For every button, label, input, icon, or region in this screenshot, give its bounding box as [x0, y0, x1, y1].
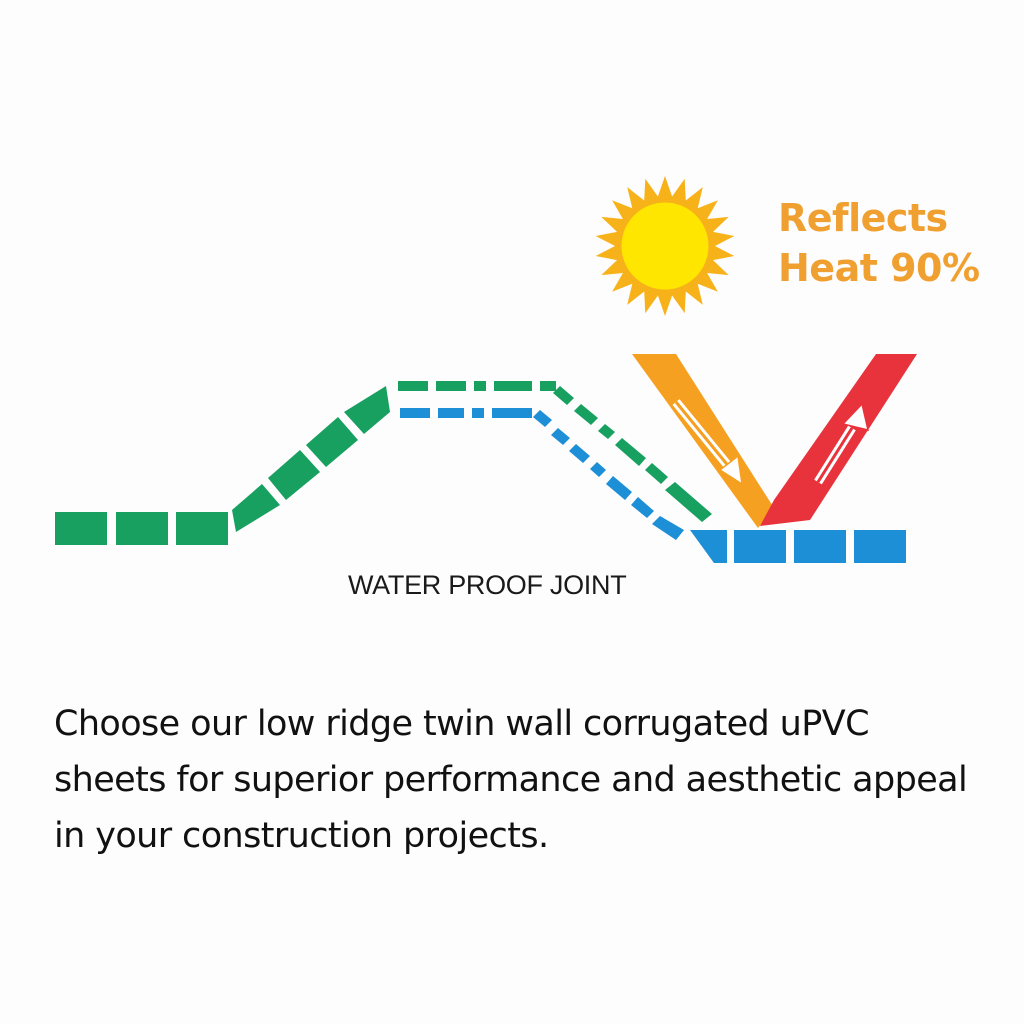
top-layer-segment: [55, 512, 107, 545]
sheet-bottom-layer: [400, 408, 906, 563]
top-layer-segment: [645, 463, 668, 484]
sun-icon: [595, 176, 735, 316]
bottom-layer-segment: [569, 444, 590, 463]
top-layer-segment: [398, 381, 428, 391]
top-layer-segment: [540, 381, 556, 391]
top-layer-segment: [665, 482, 712, 522]
bottom-layer-segment: [734, 530, 786, 563]
top-layer-segment: [268, 450, 320, 500]
top-layer-segment: [615, 438, 646, 466]
bottom-layer-segment: [533, 410, 552, 427]
top-layer-segment: [232, 484, 280, 532]
top-layer-segment: [553, 386, 574, 405]
bottom-layer-segment: [438, 408, 464, 418]
top-layer-segment: [344, 386, 390, 434]
bottom-layer-segment: [590, 462, 606, 477]
sun-disc: [618, 199, 712, 293]
top-layer-segment: [436, 381, 466, 391]
bottom-layer-segment: [606, 476, 632, 500]
top-layer-segment: [116, 512, 168, 545]
incoming-heat-beam: [632, 354, 774, 528]
callout-line-1: Reflects: [778, 196, 948, 240]
bottom-layer-segment: [492, 408, 532, 418]
description-line-1: Choose our low ridge twin wall corrugate…: [54, 704, 870, 744]
reflected-beam-band: [760, 354, 917, 526]
top-layer-segment: [574, 404, 598, 425]
bottom-layer-segment: [690, 530, 727, 563]
top-layer-segment: [494, 381, 532, 391]
product-description: Choose our low ridge twin wall corrugate…: [54, 696, 1014, 864]
reflected-heat-beam: [760, 354, 917, 526]
arrow-down-right-icon: [672, 399, 743, 486]
bottom-layer-segment: [472, 408, 484, 418]
water-proof-joint-label: WATER PROOF JOINT: [348, 570, 627, 600]
top-layer-segment: [306, 417, 358, 467]
top-layer-segment: [474, 381, 486, 391]
bottom-layer-segment: [854, 530, 906, 563]
top-layer-segment: [176, 512, 228, 545]
bottom-layer-segment: [794, 530, 846, 563]
arrow-up-right-icon: [814, 402, 870, 485]
sheet-top-layer: [55, 381, 712, 545]
bottom-layer-segment: [631, 497, 654, 518]
callout-line-2: Heat 90%: [778, 246, 980, 290]
top-layer-segment: [598, 424, 615, 439]
description-line-2: sheets for superior performance and aest…: [54, 760, 968, 800]
description-line-3: in your construction projects.: [54, 816, 549, 856]
bottom-layer-segment: [652, 516, 684, 540]
bottom-layer-segment: [551, 428, 570, 445]
heat-reflection-callout: Reflects Heat 90%: [778, 193, 1018, 293]
bottom-layer-segment: [400, 408, 430, 418]
